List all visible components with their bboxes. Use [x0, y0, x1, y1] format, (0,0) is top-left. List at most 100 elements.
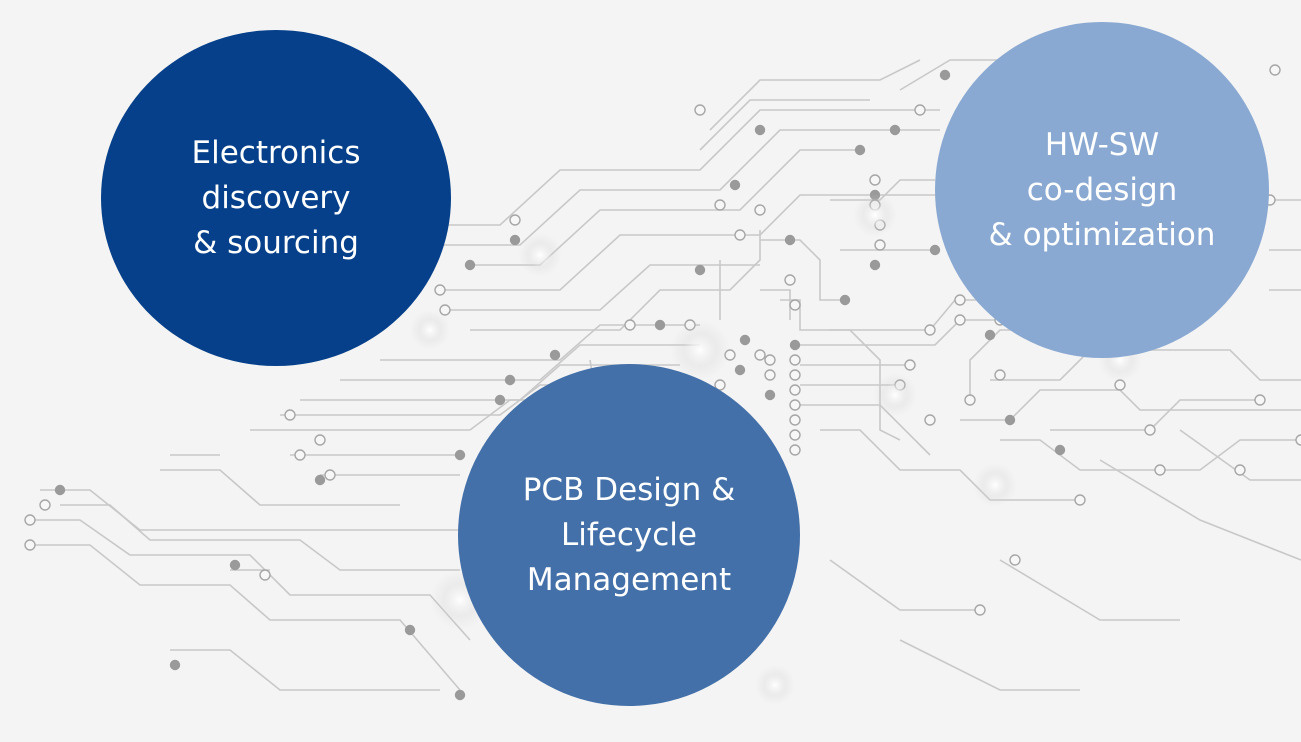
circuit-trace: [800, 404, 931, 456]
circuit-pad: [869, 174, 881, 186]
circuit-pad: [714, 199, 726, 211]
circuit-trace: [830, 299, 1000, 331]
circuit-pad: [789, 444, 801, 456]
circle-label: Electronics discovery & sourcing: [192, 131, 361, 266]
circuit-trace: [340, 344, 700, 381]
circuit-pad: [24, 539, 36, 551]
circuit-pad: [314, 434, 326, 446]
circuit-pad: [324, 469, 336, 481]
circuit-pad: [954, 294, 966, 306]
circle-hw-sw-codesign: HW-SW co-design & optimization: [935, 22, 1269, 358]
circle-label-line: Lifecycle: [561, 516, 697, 553]
circuit-trace: [1099, 459, 1301, 561]
circuit-pad: [24, 514, 36, 526]
circle-label: HW-SW co-design & optimization: [989, 123, 1216, 258]
circuit-trace: [800, 319, 1000, 346]
circuit-trace: [709, 59, 921, 131]
circle-label-line: co-design: [1026, 171, 1178, 208]
circuit-pad: [494, 394, 506, 406]
circuit-pad: [984, 329, 996, 341]
circuit-pad: [1004, 414, 1016, 426]
circuit-pad: [1144, 424, 1156, 436]
circuit-trace: [170, 649, 440, 691]
circuit-pad: [284, 409, 296, 421]
circuit-pad: [874, 239, 886, 251]
circle-electronics-discovery: Electronics discovery & sourcing: [101, 30, 451, 366]
circuit-pad: [789, 429, 801, 441]
circuit-trace: [440, 264, 760, 311]
circuit-pad: [914, 104, 926, 116]
circle-label-line: PCB Design &: [522, 471, 736, 508]
circuit-pad: [764, 389, 776, 401]
circuit-pad: [954, 314, 966, 326]
circuit-trace: [830, 179, 935, 201]
circle-label: PCB Design & Lifecycle Management: [523, 468, 736, 603]
circuit-trace: [440, 109, 940, 226]
circuit-trace: [829, 559, 980, 611]
circuit-trace: [30, 519, 471, 641]
circuit-pad: [454, 689, 466, 701]
circuit-pad: [964, 394, 976, 406]
circuit-pad: [404, 624, 416, 636]
circuit-trace: [760, 239, 850, 301]
circuit-pad: [869, 259, 881, 271]
circuit-pad: [1254, 394, 1266, 406]
circuit-pad: [259, 569, 271, 581]
circuit-pad: [839, 294, 851, 306]
glow-highlight: [683, 333, 717, 367]
circuit-pad: [694, 104, 706, 116]
circuit-pad: [939, 69, 951, 81]
circuit-pad: [1074, 494, 1086, 506]
circuit-pad: [739, 334, 751, 346]
glow-highlight: [764, 674, 786, 696]
circuit-pad: [789, 384, 801, 396]
circuit-trace: [899, 639, 1080, 691]
glow-highlight: [527, 242, 553, 268]
circle-label-line: Electronics: [191, 134, 361, 171]
circuit-pad: [764, 369, 776, 381]
circuit-pad: [1009, 554, 1021, 566]
circuit-pad: [789, 369, 801, 381]
circuit-trace: [760, 289, 791, 320]
circuit-pad: [754, 124, 766, 136]
circuit-trace: [160, 469, 400, 506]
circuit-pad: [754, 349, 766, 361]
circle-label-line: Management: [526, 561, 732, 598]
circle-label-line: & optimization: [988, 216, 1216, 253]
circuit-pad: [784, 234, 796, 246]
circuit-pad: [464, 259, 476, 271]
circuit-pad: [654, 319, 666, 331]
circuit-pad: [314, 474, 326, 486]
circuit-pad: [624, 319, 636, 331]
circuit-pad: [889, 124, 901, 136]
circuit-pad: [764, 354, 776, 366]
circuit-trace: [30, 544, 461, 691]
circuit-trace: [1179, 429, 1301, 481]
circuit-trace: [699, 99, 870, 151]
circuit-pad: [1269, 64, 1281, 76]
circle-label-line: discovery: [201, 179, 351, 216]
circuit-pad: [509, 234, 521, 246]
circle-pcb-design-lifecycle: PCB Design & Lifecycle Management: [458, 364, 800, 706]
circuit-pad: [789, 414, 801, 426]
circle-label-line: & sourcing: [193, 224, 359, 261]
circuit-pad: [789, 354, 801, 366]
circuit-pad: [974, 604, 986, 616]
circuit-pad: [504, 374, 516, 386]
glow-highlight: [862, 202, 888, 228]
circuit-pad: [439, 304, 451, 316]
circuit-pad: [904, 359, 916, 371]
circuit-trace: [440, 194, 940, 291]
circuit-pad: [549, 349, 561, 361]
circle-label-line: HW-SW: [1044, 126, 1160, 163]
circuit-pad: [1234, 464, 1246, 476]
circuit-pad: [789, 299, 801, 311]
circuit-trace: [960, 389, 1301, 421]
circuit-pad: [694, 264, 706, 276]
circuit-trace: [440, 129, 940, 246]
circuit-pad: [169, 659, 181, 671]
circuit-trace: [899, 59, 1000, 91]
circuit-pad: [929, 244, 941, 256]
circuit-trace: [60, 504, 460, 571]
circuit-pad: [994, 369, 1006, 381]
